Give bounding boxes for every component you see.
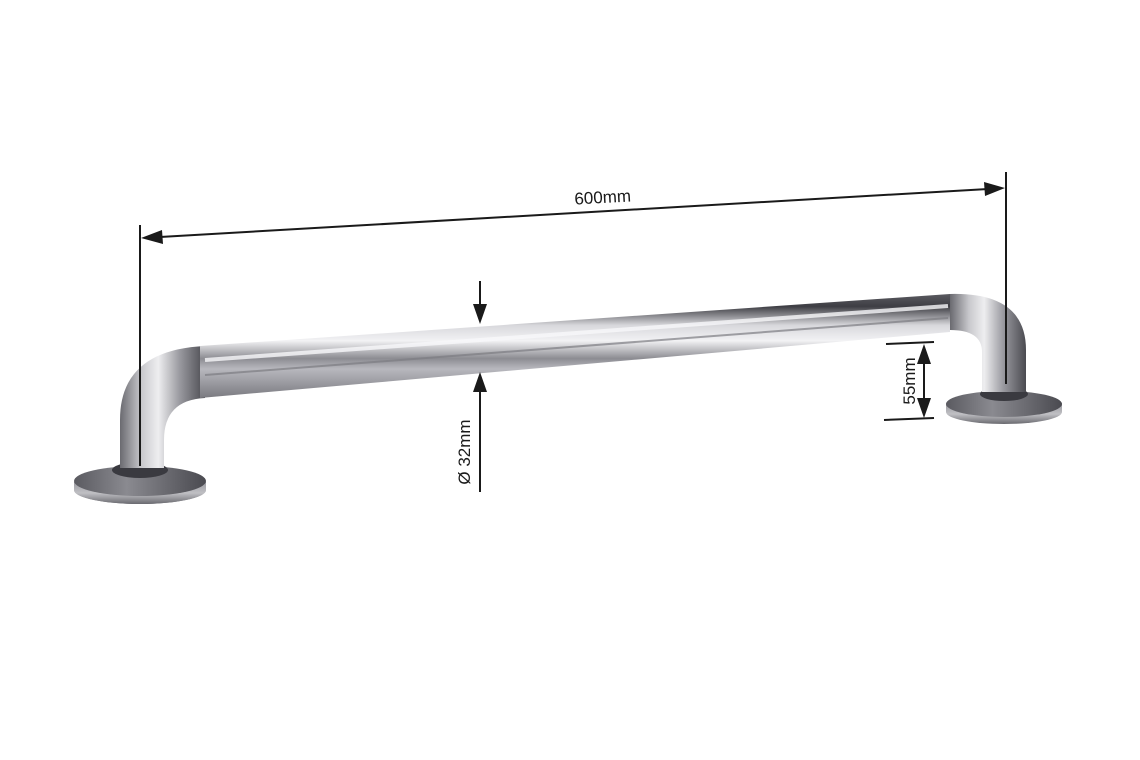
left-flange	[74, 462, 206, 504]
clearance-dimension: 55mm	[883, 341, 935, 421]
clearance-label: 55mm	[900, 357, 919, 404]
arrowhead-up-icon	[473, 372, 487, 392]
right-flange	[946, 387, 1062, 424]
length-label: 600mm	[574, 186, 632, 208]
arrowhead-right-icon	[984, 182, 1005, 196]
right-bend	[950, 293, 1026, 392]
arrowhead-down-icon	[917, 398, 931, 418]
diameter-dimension: Ø 32mm	[455, 281, 487, 492]
arrowhead-up-icon	[917, 344, 931, 364]
arrowhead-left-icon	[141, 230, 163, 244]
diameter-label: Ø 32mm	[455, 419, 474, 484]
left-bend	[120, 346, 205, 468]
length-dimension: 600mm	[139, 172, 1007, 466]
arrowhead-down-icon	[473, 304, 487, 324]
